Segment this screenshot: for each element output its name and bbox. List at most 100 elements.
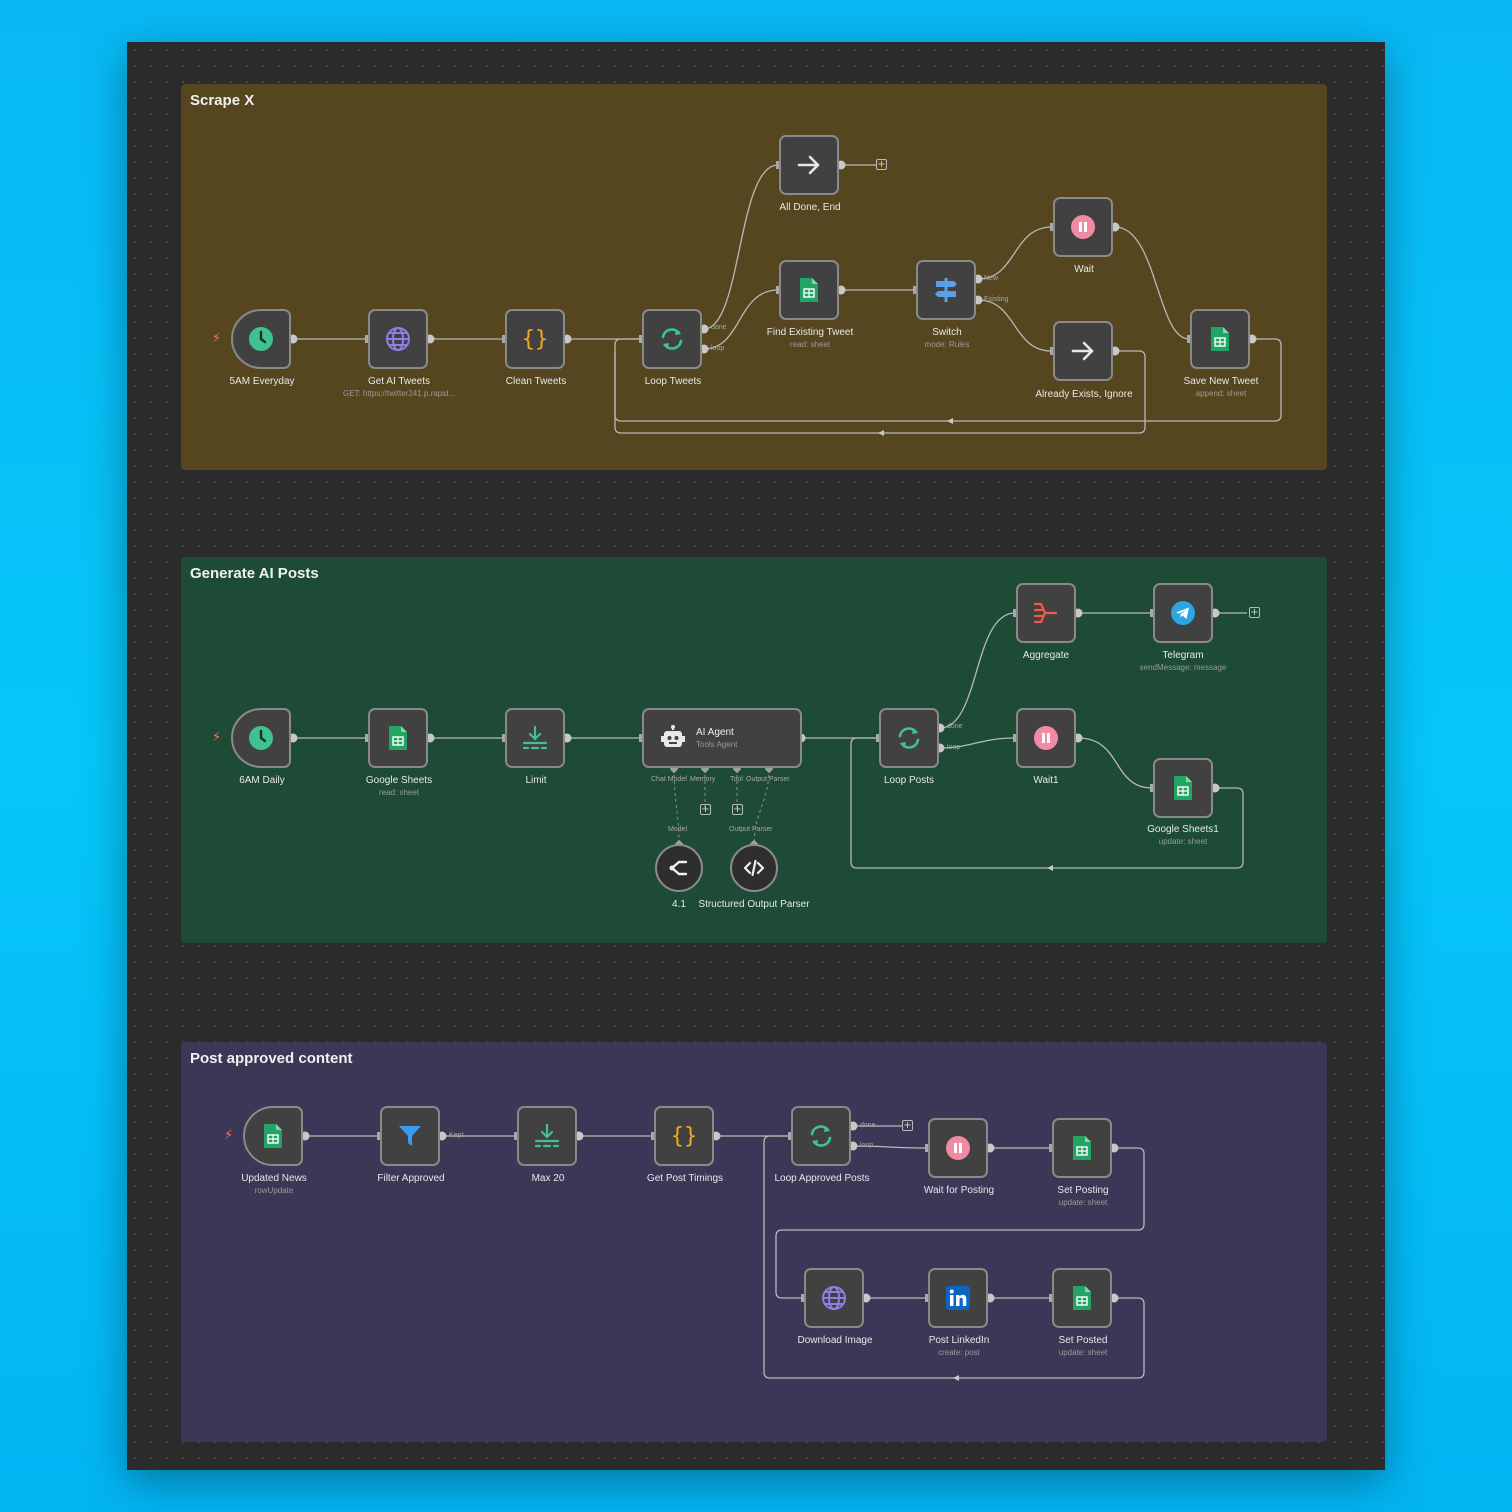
pause-icon [1034,726,1058,750]
output-label-loop: loop [711,345,725,352]
pause-icon [946,1136,970,1160]
node-save-new-tweet[interactable] [1190,309,1250,369]
node-6am-daily[interactable] [231,708,291,768]
sticky-note-post-approved-content[interactable]: Post approved content [181,1042,1327,1442]
node-label: Wait for Posting [923,1185,995,1196]
node-structured-output-parser[interactable] [730,844,778,892]
node-label: Find Existing Tweet [766,327,854,338]
node-label: Get Post Timings [646,1173,724,1184]
node-label: Max 20 [531,1173,565,1184]
node-subtitle: read: sheet [789,340,831,349]
node-loop-tweets[interactable] [642,309,702,369]
add-node-button[interactable]: + [902,1120,913,1131]
svg-text:{}: {} [522,327,549,352]
lightning-bolt-icon: ⚡ [212,730,222,745]
node-label: Already Exists, Ignore [1035,389,1133,400]
section-title: Generate AI Posts [190,565,319,582]
add-node-button[interactable]: + [1249,607,1260,618]
node-subtitle: rowUpdate [254,1186,294,1195]
google-sheets-icon [264,1124,282,1148]
node-subtitle: read: sheet [378,788,420,797]
lightning-bolt-icon: ⚡ [224,1128,234,1143]
input-label-memory: Memory [690,776,716,783]
arrow-right-icon [1071,341,1094,361]
google-sheets-icon [1174,776,1192,800]
robot-icon [661,725,685,747]
node-google-sheets[interactable] [368,708,428,768]
node-subtitle: update: sheet [1058,1198,1108,1207]
node-already-exists-ignore[interactable] [1053,321,1113,381]
add-memory-button[interactable]: + [700,804,711,815]
openai-icon [669,860,688,876]
globe-icon [822,1286,846,1310]
input-label-chat-model: Chat Model [651,776,687,783]
input-label-output-parser: Output Parser [746,776,790,783]
node-limit[interactable] [505,708,565,768]
node-max-20[interactable] [517,1106,577,1166]
node-label: Telegram [1162,650,1204,661]
node-wait-for-posting[interactable] [928,1118,988,1178]
node-aggregate[interactable] [1016,583,1076,643]
google-sheets-icon [1073,1286,1091,1310]
node-updated-news[interactable] [243,1106,303,1166]
node-label: Get AI Tweets [367,376,431,387]
node-label: Post LinkedIn [928,1335,990,1346]
node-all-done-end[interactable] [779,135,839,195]
node-label: Loop Approved Posts [774,1173,870,1184]
node-get-post-timings[interactable]: {} [654,1106,714,1166]
refresh-icon [661,328,683,350]
node-label: Set Posted [1058,1335,1108,1346]
workflow-canvas[interactable]: Scrape X Generate AI Posts Post approved… [127,42,1385,1470]
download-limit-icon [534,1123,560,1148]
node-switch[interactable] [916,260,976,320]
node-5am-everyday[interactable] [231,309,291,369]
add-tool-button[interactable]: + [732,804,743,815]
node-label: Set Posting [1057,1185,1109,1196]
node-download-image[interactable] [804,1268,864,1328]
node-subtitle: update: sheet [1058,1348,1108,1357]
add-node-button[interactable]: + [876,159,887,170]
output-label-done: done [711,324,727,331]
section-title: Scrape X [190,92,255,109]
node-telegram[interactable] [1153,583,1213,643]
node-ai-agent[interactable]: AI Agent Tools Agent [642,708,802,768]
clock-icon [249,726,273,750]
node-find-existing-tweet[interactable] [779,260,839,320]
output-label-existing: Existing [984,296,1009,303]
node-label: Limit [525,775,547,786]
node-clean-tweets[interactable]: {} [505,309,565,369]
node-set-posting[interactable] [1052,1118,1112,1178]
output-label-new: New [984,275,999,282]
section-title: Post approved content [190,1050,353,1067]
node-filter-approved[interactable] [380,1106,440,1166]
svg-text:{}: {} [671,1124,698,1149]
braces-icon: {} [522,327,549,352]
node-get-ai-tweets[interactable] [368,309,428,369]
node-label: Loop Posts [883,775,935,786]
node-set-posted[interactable] [1052,1268,1112,1328]
node-loop-posts[interactable] [879,708,939,768]
funnel-icon [399,1126,421,1146]
arrow-right-icon [797,155,820,175]
node-google-sheets1[interactable] [1153,758,1213,818]
output-label-done: done [947,723,963,730]
node-label: Download Image [797,1335,873,1346]
node-subtitle: update: sheet [1158,837,1208,846]
node-openai-chat-model[interactable] [655,844,703,892]
node-label: 6AM Daily [239,775,285,786]
node-wait[interactable] [1053,197,1113,257]
node-label: Clean Tweets [505,376,567,387]
node-label: Wait1 [1033,775,1059,786]
node-label: Google Sheets [365,775,433,786]
refresh-icon [898,727,920,749]
signpost-icon [935,278,957,302]
node-label: Structured Output Parser [698,899,810,910]
node-post-linkedin[interactable] [928,1268,988,1328]
node-loop-approved-posts[interactable] [791,1106,851,1166]
node-wait1[interactable] [1016,708,1076,768]
node-label: 4.1 [672,899,686,910]
output-label-loop: loop [860,1142,874,1149]
sticky-note-scrape-x[interactable]: Scrape X [181,84,1327,470]
refresh-icon [810,1125,832,1147]
lightning-bolt-icon: ⚡ [212,331,222,346]
